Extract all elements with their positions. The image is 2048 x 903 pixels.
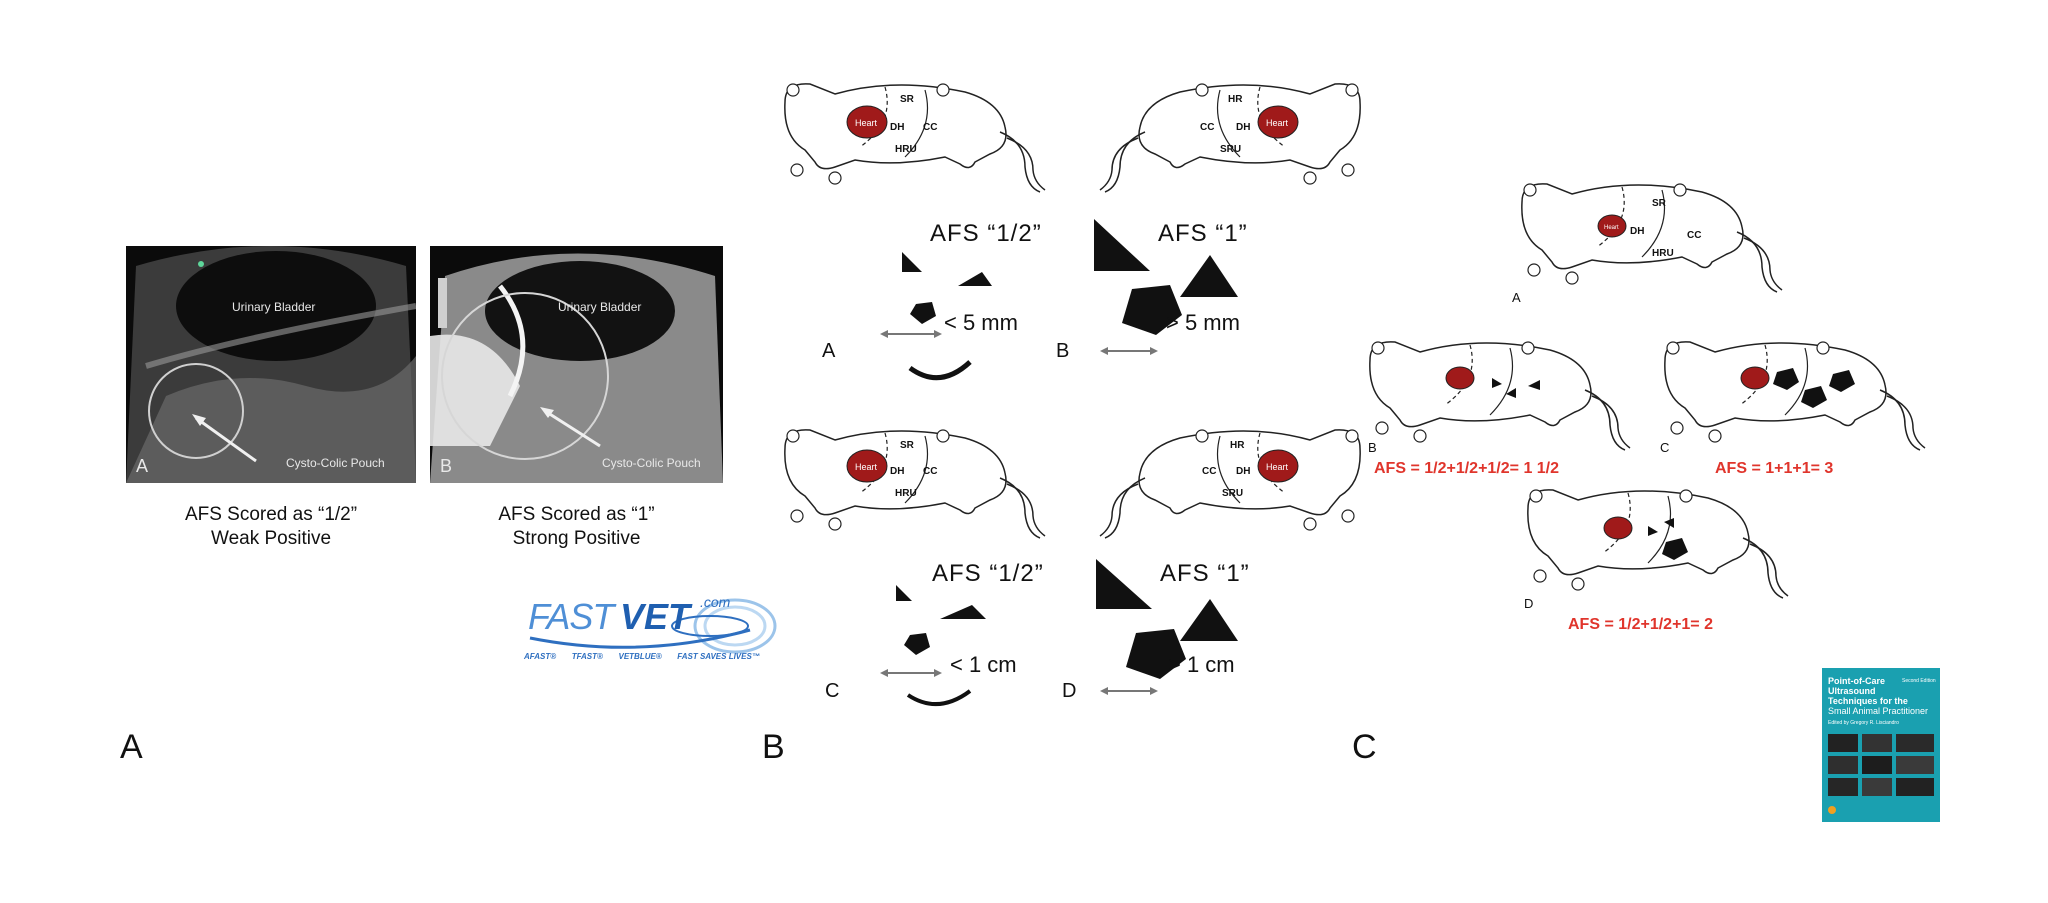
- catc1-sr: SR: [1652, 198, 1667, 209]
- logo-tags: AFAST® TFAST® VETBLUE® FAST SAVES LIVES™: [524, 652, 760, 661]
- book-cover: Point-of-Care Ultrasound Techniques for …: [1822, 668, 1940, 822]
- cat1-hru: HRU: [895, 144, 917, 155]
- large-shapes-row1: [1094, 219, 1238, 355]
- equation-d: AFS = 1/2+1/2+1= 2: [1568, 616, 1713, 633]
- measure-large-row1: > 5 mm: [1166, 310, 1240, 335]
- panel-c-letter-d: D: [1524, 596, 1534, 611]
- cat3-sr: SR: [900, 440, 915, 451]
- small-shapes-row2: [880, 585, 986, 707]
- book-image-grid: [1828, 734, 1934, 814]
- book-title-2: Ultrasound: [1828, 686, 1876, 696]
- small-shapes-row1: [880, 252, 992, 381]
- cat1-sr: SR: [900, 94, 915, 105]
- panel-letter-c: C: [1352, 728, 1377, 766]
- fastvet-logo: FAST VET .com AFAST® TFAST® VETBLUE® FAS…: [520, 590, 790, 670]
- measure-small-row2: < 1 cm: [950, 652, 1017, 677]
- caption-b: AFS Scored as “1” Strong Positive: [430, 503, 723, 551]
- cat2-dh: DH: [1236, 122, 1250, 133]
- cat4-cc: CC: [1202, 466, 1216, 477]
- pouch-label-a: Cysto-Colic Pouch: [286, 456, 385, 470]
- cat-c-c: [1664, 341, 1926, 451]
- cat-right-lateral-row1: Heart HR CC DH SRU: [1099, 83, 1361, 193]
- cat3-hru: HRU: [895, 488, 917, 499]
- book-title-1: Point-of-Care: [1828, 676, 1885, 686]
- caption-b-line1: AFS Scored as “1”: [498, 504, 655, 525]
- cat1-cc: CC: [923, 122, 937, 133]
- equation-b: AFS = 1/2+1/2+1/2= 1 1/2: [1374, 460, 1560, 477]
- cat2-cc: CC: [1200, 122, 1214, 133]
- letter-a-row1: A: [822, 340, 836, 362]
- letter-d-row2: D: [1062, 680, 1077, 702]
- image-letter-b: B: [440, 456, 453, 476]
- cat4-sru: SRU: [1222, 488, 1243, 499]
- book-title-4: Small Animal Practitioner: [1828, 706, 1929, 716]
- ultrasound-a-texture: [126, 246, 416, 483]
- bladder-label-a: Urinary Bladder: [232, 300, 316, 314]
- logo-tag-afast: AFAST®: [524, 652, 557, 661]
- afs-half-row2: AFS “1/2”: [932, 560, 1044, 587]
- catc1-dh: DH: [1630, 226, 1644, 237]
- catc1-cc: CC: [1687, 230, 1701, 241]
- logo-tag-fsl: FAST SAVES LIVES™: [677, 652, 760, 661]
- caption-a: AFS Scored as “1/2” Weak Positive: [126, 503, 416, 551]
- afs-one-row2: AFS “1”: [1160, 560, 1250, 587]
- caption-a-line2: Weak Positive: [210, 528, 332, 549]
- catc1-hru: HRU: [1652, 248, 1674, 259]
- book-title-3: Techniques for the: [1828, 696, 1908, 706]
- cat2-hr: HR: [1228, 94, 1243, 105]
- cat4-dh: DH: [1236, 466, 1250, 477]
- cat-left-lateral-row1: Heart SR DH CC HRU: [784, 83, 1046, 193]
- logo-domain: .com: [700, 594, 731, 610]
- heart-label-3: Heart: [855, 462, 878, 472]
- book-title: Point-of-Care Ultrasound Techniques for …: [1828, 676, 1934, 716]
- cat-c-a: Heart SR DH CC HRU: [1521, 183, 1783, 293]
- measure-large-row2: > 1 cm: [1168, 652, 1235, 677]
- panel-c-letter-a: A: [1512, 290, 1521, 305]
- panel-c-letter-c: C: [1660, 440, 1670, 455]
- logo-fast: FAST: [528, 596, 614, 637]
- cat2-sru: SRU: [1220, 144, 1241, 155]
- caption-b-line2: Strong Positive: [512, 528, 641, 549]
- ultrasound-b-texture: [430, 246, 723, 483]
- ultrasound-image-b: Urinary Bladder Cysto-Colic Pouch B: [430, 246, 723, 483]
- logo-tag-vetblue: VETBLUE®: [618, 652, 662, 661]
- panel-c-letter-b: B: [1368, 440, 1377, 455]
- afs-one-row1: AFS “1”: [1158, 220, 1248, 247]
- bladder-label-b: Urinary Bladder: [558, 300, 642, 314]
- letter-c-row2: C: [825, 680, 840, 702]
- image-letter-a: A: [136, 456, 149, 476]
- book-edition: Second Edition: [1902, 678, 1936, 684]
- cat4-hr: HR: [1230, 440, 1245, 451]
- ultrasound-image-a: Urinary Bladder Cysto-Colic Pouch A: [126, 246, 416, 483]
- panel-letter-b: B: [762, 728, 785, 766]
- cat3-dh: DH: [890, 466, 904, 477]
- cat-c-b: [1369, 341, 1631, 451]
- cat1-dh: DH: [890, 122, 904, 133]
- panel-letter-a: A: [120, 728, 143, 766]
- heart-label-4: Heart: [1266, 462, 1289, 472]
- caption-a-line1: AFS Scored as “1/2”: [184, 504, 358, 525]
- heart-label-1: Heart: [855, 118, 878, 128]
- large-shapes-row2: [1096, 559, 1238, 695]
- logo-tag-tfast: TFAST®: [571, 652, 603, 661]
- cat3-cc: CC: [923, 466, 937, 477]
- logo-vet: VET: [620, 596, 691, 637]
- heart-label-c1: Heart: [1604, 225, 1619, 231]
- cat-dorsal-row2-right: Heart HR CC DH SRU: [1099, 429, 1361, 539]
- measure-small-row1: < 5 mm: [944, 310, 1018, 335]
- letter-b-row1: B: [1056, 340, 1070, 362]
- pouch-label-b: Cysto-Colic Pouch: [602, 456, 701, 470]
- heart-label-2: Heart: [1266, 118, 1289, 128]
- fastvet-logo-swoosh: [529, 598, 777, 654]
- cat-c-d: [1527, 489, 1789, 599]
- equation-c: AFS = 1+1+1= 3: [1715, 460, 1834, 477]
- cat-dorsal-row2-left: Heart SR DH CC HRU: [784, 429, 1046, 539]
- book-editor: Edited by Gregory R. Lisciandro: [1828, 720, 1899, 726]
- afs-half-row1: AFS “1/2”: [930, 220, 1042, 247]
